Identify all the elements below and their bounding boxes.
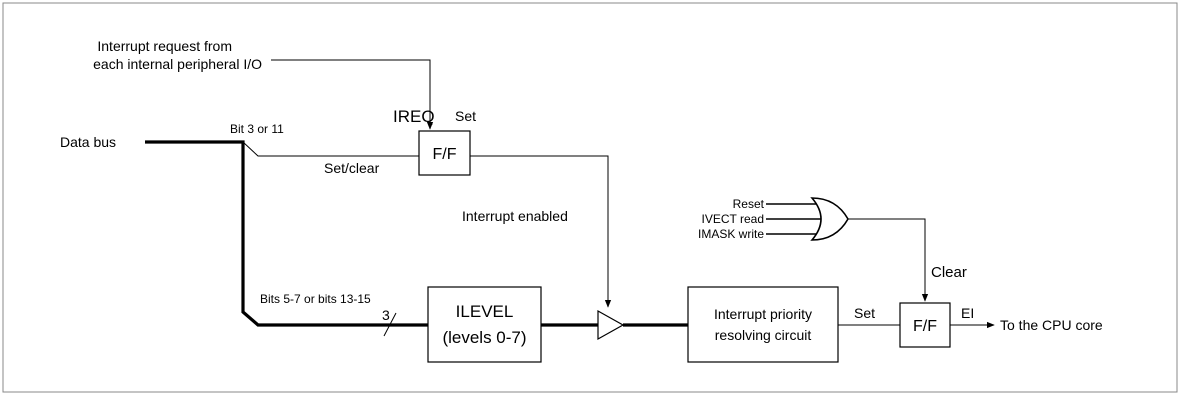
ivect-read-label: IVECT read (702, 212, 764, 226)
ilevel-label-2: (levels 0-7) (442, 328, 526, 347)
reset-label: Reset (733, 197, 765, 211)
clear-wire (848, 218, 929, 302)
interrupt-request-label-2: each internal peripheral I/O (93, 56, 262, 72)
bus-width-slash (383, 312, 397, 337)
to-cpu-label: To the CPU core (1000, 317, 1103, 333)
set-right-label: Set (854, 305, 875, 321)
imask-write-label: IMASK write (698, 227, 764, 241)
resolver-label-1: Interrupt priority (714, 306, 812, 322)
interrupt-request-label-1: Interrupt request from (97, 38, 232, 54)
bit3-label: Bit 3 or 11 (230, 122, 284, 136)
bus-width-label: 3 (382, 307, 390, 323)
ei-label: EI (961, 305, 974, 321)
data-bus-label: Data bus (60, 134, 116, 150)
interrupt-enabled-wire (470, 155, 612, 308)
bits-5-7-label: Bits 5-7 or bits 13-15 (260, 292, 371, 306)
priority-resolver (687, 286, 839, 363)
interrupt-request-wire (271, 59, 434, 130)
ilevel-register (427, 286, 542, 363)
or-gate (810, 197, 849, 241)
bit3-branch-wire (242, 141, 419, 157)
ireq-label: IREQ (393, 107, 435, 126)
ff-right-label: F/F (913, 318, 937, 335)
buffer-gate (597, 309, 625, 341)
set-clear-label: Set/clear (324, 160, 380, 176)
ireq-flipflop (418, 130, 471, 176)
clear-label: Clear (931, 264, 967, 281)
resolver-label-2: resolving circuit (715, 327, 812, 343)
interrupt-enabled-label: Interrupt enabled (462, 208, 568, 224)
ilevel-label-1: ILEVEL (456, 302, 514, 321)
data-bus-line (145, 140, 428, 327)
set-top-label: Set (455, 108, 476, 124)
ff-top-label: F/F (433, 146, 457, 163)
ei-flipflop (899, 302, 951, 348)
